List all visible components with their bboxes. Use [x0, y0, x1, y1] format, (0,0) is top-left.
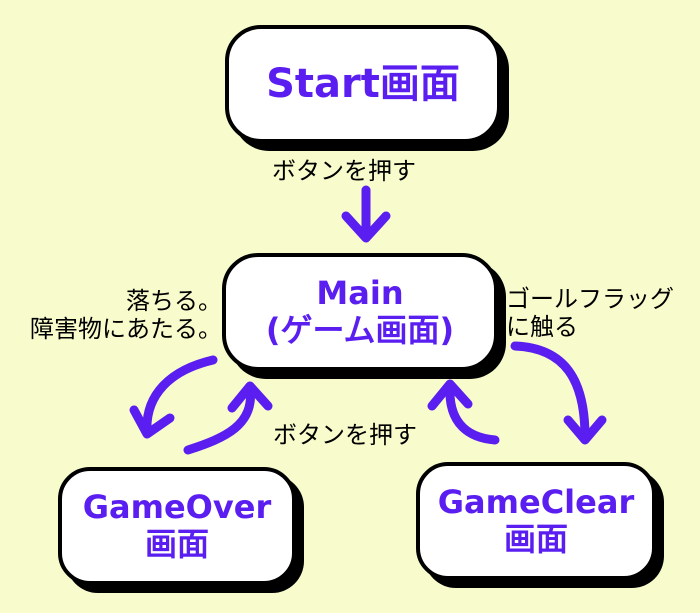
gameover-node-label-line2: 画面	[144, 525, 209, 563]
edge-label-main-to-gameclear-line2: に触る	[506, 312, 578, 341]
gameover-screen-node: GameOver 画面	[58, 467, 296, 585]
arrow-gameover-to-main	[183, 381, 273, 455]
gameclear-screen-node: GameClear 画面	[416, 462, 656, 580]
start-screen-node: Start画面	[225, 25, 501, 143]
edge-label-main-to-gameclear-line1: ゴールフラッグ	[506, 285, 674, 313]
arrow-main-to-gameclear	[510, 341, 607, 445]
main-screen-node: Main (ゲーム画面)	[222, 253, 498, 371]
arrow-gameclear-to-main	[427, 379, 500, 445]
edge-label-gameover-to-main: ボタンを押す	[273, 421, 417, 449]
main-node-label-line2: (ゲーム画面)	[265, 311, 455, 349]
gameover-node-label-line1: GameOver	[82, 488, 272, 527]
gameclear-node-label-line1: GameClear	[437, 483, 635, 522]
arrow-start-to-main	[341, 185, 391, 243]
edge-label-main-to-gameover-line2: 障害物にあたる。	[30, 314, 222, 343]
edge-label-main-to-gameover-line1: 落ちる。	[126, 287, 222, 315]
main-node-label-line1: Main	[316, 274, 404, 313]
arrow-main-to-gameover	[129, 355, 218, 439]
edge-label-main-to-gameover: 落ちる。 障害物にあたる。	[30, 287, 222, 343]
gameclear-node-label-line2: 画面	[503, 520, 568, 558]
edge-label-main-to-gameclear: ゴールフラッグ に触る	[506, 285, 674, 341]
start-node-label: Start画面	[266, 61, 460, 107]
edge-label-start-to-main: ボタンを押す	[272, 157, 416, 185]
